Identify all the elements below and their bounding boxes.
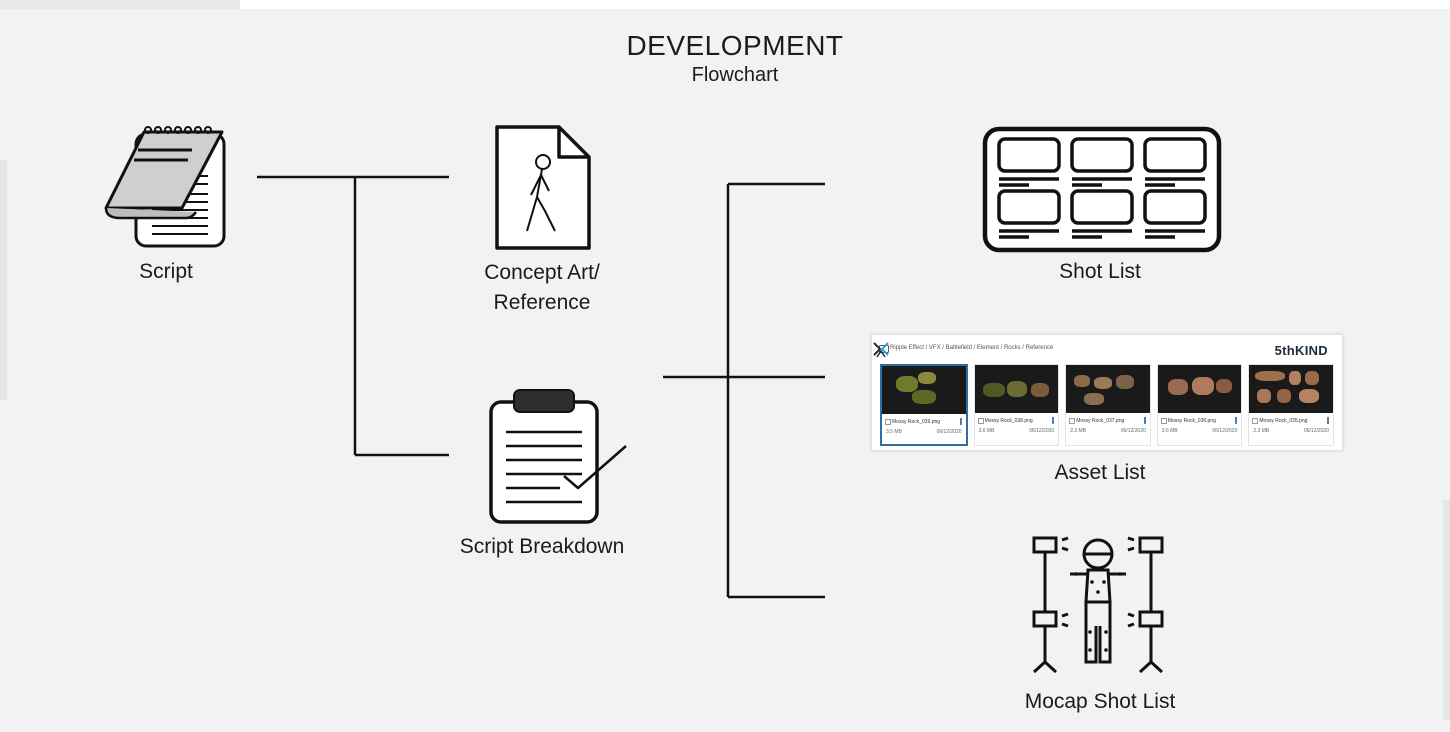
thumbnail-card: Mossy Rock_038.png 3.6 MB 06/12/2020 [973, 364, 1060, 446]
thumbnail-card: Mossy Rock_037.png 2.3 MB 06/12/2020 [1065, 364, 1151, 446]
thumbnail-size: 2.3 MB [1070, 428, 1087, 434]
connector-lines [257, 175, 825, 599]
thumbnail-name: Mossy Rock_038.png [984, 418, 1033, 424]
thumbnail-name: Mossy Rock_037.png [1076, 418, 1125, 424]
thumbnail-name: Mossy Rock_036.png [1167, 418, 1216, 424]
thumbnail-size: 3.6 MB [1161, 428, 1178, 434]
thumbnail-date: 06/12/2020 [1120, 428, 1146, 434]
thumbnail-size: 3.5 MB [886, 429, 902, 435]
thumbnail-name: Mossy Rock_035.png [1259, 418, 1308, 424]
thumbnail-card: Mossy Rock_035.png 2.3 MB 06/12/2020 [1248, 364, 1334, 446]
thumbnail-image [882, 366, 966, 414]
thumbnail-size: 3.6 MB [978, 428, 995, 434]
clipboard-check-icon [489, 389, 627, 524]
thumbnail-image [1157, 365, 1242, 413]
thumbnail-date: 06/12/2020 [936, 429, 962, 435]
label-script-breakdown: Script Breakdown [459, 535, 625, 558]
diagram-subtitle: Flowchart [691, 64, 779, 86]
thumbnail-date: 06/12/2020 [1212, 428, 1238, 434]
diagram-title: DEVELOPMENT [626, 30, 844, 61]
thumbnail-card: Mossy Rock_036.png 3.6 MB 06/12/2020 [1156, 364, 1243, 446]
thumbnail-card: Mossy Rock_039.png 3.5 MB 06/12/2020 [880, 364, 968, 446]
left-edge-shade [0, 160, 7, 400]
thumbnail-image [974, 365, 1059, 413]
asset-path-breadcrumb: Ripple Effect / VFX / Battlefield / Elem… [890, 345, 1054, 351]
label-asset-list: Asset List [1054, 461, 1146, 484]
thumbnail-date: 06/12/2020 [1303, 428, 1329, 434]
right-edge-shade [1443, 500, 1450, 720]
thumbnail-name: Mossy Rock_039.png [892, 419, 941, 425]
thumbnail-date: 06/12/2020 [1029, 428, 1055, 434]
asset-browser-screenshot: Ripple Effect / VFX / Battlefield / Elem… [871, 334, 1343, 451]
label-shot-list: Shot List [1059, 260, 1141, 283]
label-concept-art: Concept Art/ Reference [484, 261, 600, 314]
motion-capture-icon [1032, 536, 1164, 674]
top-strip [0, 0, 1450, 9]
notepad-icon [104, 126, 226, 248]
top-strip-tab [0, 0, 240, 9]
brand-name: 5thKIND [1274, 343, 1328, 358]
thumbnail-size: 2.3 MB [1253, 428, 1270, 434]
brand-logo-icon [873, 342, 889, 358]
thumbnail-image [1066, 365, 1150, 413]
document-figure-icon [495, 125, 591, 250]
label-mocap-shot-list: Mocap Shot List [1024, 690, 1176, 713]
thumbnail-image [1249, 365, 1333, 413]
label-script: Script [139, 260, 193, 283]
thumbnail-grid: Mossy Rock_039.png 3.5 MB 06/12/2020 Mos… [880, 364, 1334, 446]
storyboard-icon [982, 126, 1222, 253]
